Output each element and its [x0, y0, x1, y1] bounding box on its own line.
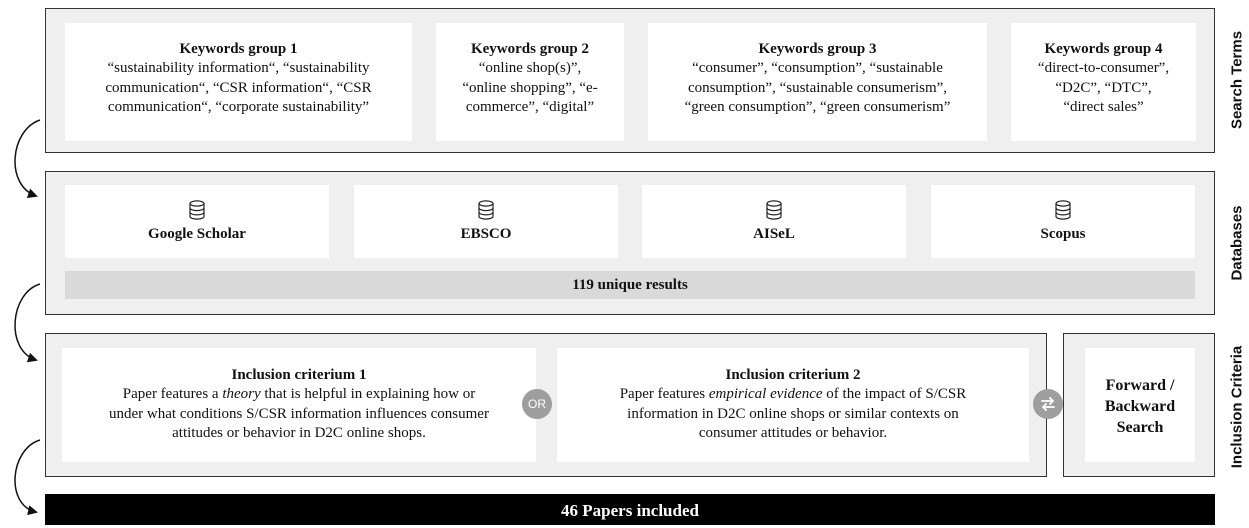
- keyword-line: “direct-to-consumer”,: [1037, 60, 1170, 76]
- database-google-scholar: Google Scholar: [65, 185, 329, 258]
- keyword-group-4: Keywords group 4 “direct-to-consumer”, “…: [1011, 23, 1196, 141]
- forward-backward-line: Search: [1116, 419, 1164, 436]
- keyword-group-3: Keywords group 3 “consumer”, “consumptio…: [648, 23, 987, 141]
- keyword-line: “green consumption”, “green consumerism”: [684, 99, 951, 115]
- criterium-title: Inclusion criterium 1: [231, 367, 367, 383]
- keyword-group-title: Keywords group 4: [1044, 41, 1163, 57]
- keyword-group-title: Keywords group 3: [758, 41, 877, 57]
- flow-arrow-1: [14, 119, 41, 516]
- database-name: AISeL: [753, 226, 795, 242]
- inclusion-criterium-1: Inclusion criterium 1 Paper features a t…: [62, 348, 536, 462]
- criterium-line: information in D2C online shops or simil…: [627, 405, 959, 422]
- keyword-group-title: Keywords group 1: [179, 41, 298, 57]
- criterium-line: consumer attitudes or behavior.: [698, 425, 888, 441]
- or-badge: OR: [522, 389, 552, 419]
- database-name: Google Scholar: [148, 226, 246, 242]
- swap-icon: [1033, 389, 1063, 419]
- keyword-line: consumption”, “sustainable consumerism”,: [687, 79, 948, 96]
- keyword-group-title: Keywords group 2: [470, 41, 590, 57]
- criterium-line: attitudes or behavior in D2C online shop…: [172, 425, 426, 441]
- database-ebsco: EBSCO: [354, 185, 618, 258]
- database-icon: [1055, 200, 1071, 220]
- database-icon: [766, 200, 782, 220]
- database-icon: [478, 200, 494, 220]
- keyword-line: communication“, “corporate sustainabilit…: [107, 99, 370, 115]
- forward-backward-line: Backward: [1104, 398, 1176, 415]
- inclusion-criteria-label: Inclusion Criteria: [1228, 345, 1246, 469]
- database-name: Scopus: [1040, 226, 1086, 242]
- keyword-line: communication“, “CSR information“, “CSR: [105, 79, 372, 96]
- criterium-line: under what conditions S/CSR information …: [109, 405, 489, 422]
- keyword-group-2: Keywords group 2 “online shop(s)”, “onli…: [436, 23, 624, 141]
- search-terms-label: Search Terms: [1228, 30, 1246, 130]
- keyword-line: “online shopping”, “e-: [462, 79, 598, 96]
- keyword-group-1: Keywords group 1 “sustainability informa…: [65, 23, 412, 141]
- forward-backward-search: Forward / Backward Search: [1085, 348, 1195, 462]
- keyword-line: “D2C”, “DTC”,: [1055, 79, 1152, 96]
- keyword-line: commerce”, “digital”: [465, 99, 595, 115]
- keyword-line: “sustainability information“, “sustainab…: [107, 60, 370, 76]
- papers-included-bar: 46 Papers included: [45, 494, 1215, 525]
- keyword-line: “direct sales”: [1063, 99, 1144, 115]
- database-aisel: AISeL: [642, 185, 906, 258]
- criterium-emphasis: theory: [222, 386, 261, 402]
- keyword-line: “consumer”, “consumption”, “sustainable: [692, 60, 943, 76]
- forward-backward-line: Forward /: [1105, 377, 1175, 394]
- criterium-title: Inclusion criterium 2: [725, 367, 861, 383]
- databases-label: Databases: [1228, 205, 1246, 281]
- database-name: EBSCO: [460, 226, 512, 242]
- criterium-emphasis: empirical evidence: [708, 386, 823, 402]
- database-icon: [189, 200, 205, 220]
- criterium-line: Paper features a theory that is helpful …: [122, 386, 476, 402]
- inclusion-criterium-2: Inclusion criterium 2 Paper features emp…: [557, 348, 1029, 462]
- database-scopus: Scopus: [931, 185, 1195, 258]
- criterium-line: Paper features empirical evidence of the…: [619, 386, 967, 402]
- unique-results-bar: 119 unique results: [65, 271, 1195, 299]
- keyword-line: “online shop(s)”,: [478, 60, 582, 76]
